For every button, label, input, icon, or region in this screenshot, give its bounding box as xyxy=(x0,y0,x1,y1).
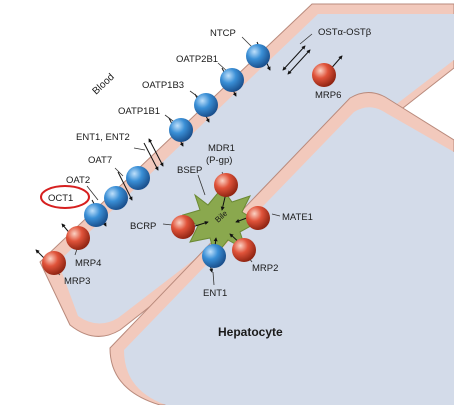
bsep-label: BSEP xyxy=(177,165,202,176)
ent1-label: ENT1 xyxy=(203,288,227,299)
oct1-label: OCT1 xyxy=(48,193,73,204)
transporter-labels: NTCP OSTα-OSTβ OATP2B1 MRP6 OATP1B3 OATP… xyxy=(40,27,372,299)
pgp-label: (P-gp) xyxy=(206,155,232,166)
oatp1b1-transporter xyxy=(169,118,193,142)
mate1-label: MATE1 xyxy=(282,212,313,223)
mrp4-label: MRP4 xyxy=(75,258,101,269)
mrp6-label: MRP6 xyxy=(315,90,341,101)
oatp1b3-transporter xyxy=(194,93,218,117)
oatp2b1-label: OATP2B1 xyxy=(176,54,218,65)
upper-cell-cytoplasm xyxy=(58,14,454,324)
oct1-highlight-ring xyxy=(40,185,90,209)
mrp4-transporter xyxy=(66,226,90,250)
mrp6-transporter xyxy=(312,63,336,87)
upper-cell xyxy=(39,3,454,337)
mrp3-transporter xyxy=(42,251,66,275)
mrp3-label: MRP3 xyxy=(64,276,90,287)
mrp2-label: MRP2 xyxy=(252,263,278,274)
oat2-label: OAT2 xyxy=(66,175,90,186)
bcrp-label: BCRP xyxy=(130,221,156,232)
transporters xyxy=(42,44,336,275)
ntcp-transporter xyxy=(246,44,270,68)
ent1-transporter xyxy=(202,244,226,268)
mdr1-label: MDR1 xyxy=(208,143,235,154)
mate1-transporter xyxy=(246,206,270,230)
oat7-transporter xyxy=(126,166,150,190)
ost-label: OSTα-OSTβ xyxy=(318,27,372,38)
ntcp-label: NTCP xyxy=(210,28,236,39)
oct1-transporter xyxy=(84,203,108,227)
ent1-ent2-label: ENT1, ENT2 xyxy=(76,132,130,143)
oatp1b1-label: OATP1B1 xyxy=(118,106,160,117)
oatp1b3-label: OATP1B3 xyxy=(142,80,184,91)
blood-label: Blood xyxy=(91,72,117,97)
oat2-transporter xyxy=(104,186,128,210)
oatp2b1-transporter xyxy=(220,68,244,92)
mdr1-transporter xyxy=(214,173,238,197)
oat7-label: OAT7 xyxy=(88,155,112,166)
mrp2-transporter xyxy=(232,238,256,262)
lower-cell xyxy=(109,92,454,405)
bcrp-transporter xyxy=(171,215,195,239)
lower-cell-cytoplasm xyxy=(124,107,454,405)
hepatocyte-label: Hepatocyte xyxy=(218,325,283,339)
